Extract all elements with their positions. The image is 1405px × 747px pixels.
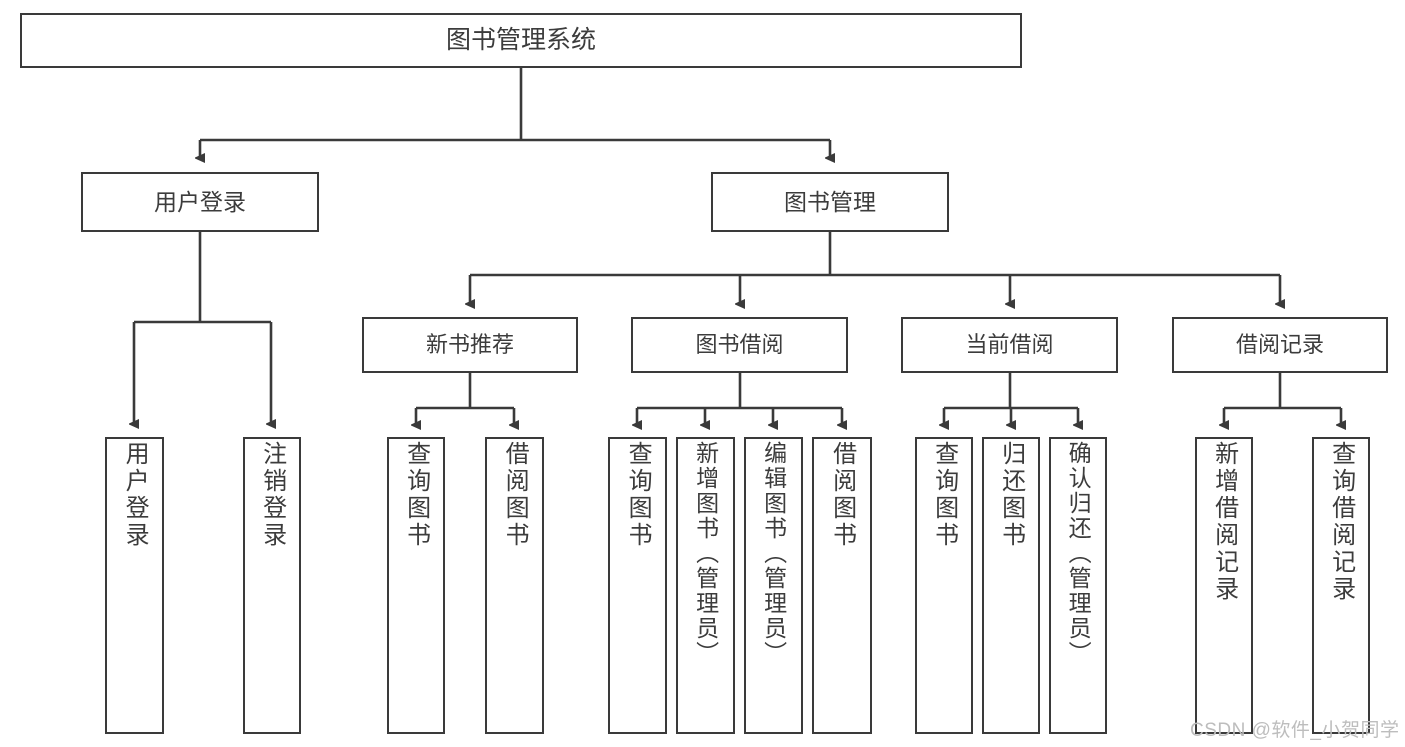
csdn-watermark: CSDN @软件_小贺同学 [1190, 720, 1400, 741]
node-leaf-query-book-2[interactable]: 查询图书 [608, 437, 667, 734]
node-root[interactable]: 图书管理系统 [20, 13, 1022, 68]
node-label: 新书推荐 [425, 332, 514, 357]
node-label: 查询借阅记录 [1327, 441, 1355, 603]
node-label: 新增借阅记录 [1210, 441, 1238, 603]
node-borrow-record[interactable]: 借阅记录 [1172, 317, 1388, 373]
node-label: 用户登录 [121, 441, 149, 549]
node-leaf-confirm-return[interactable]: 确认归还（管理员） [1049, 437, 1107, 734]
node-leaf-borrow-book-2[interactable]: 借阅图书 [812, 437, 872, 734]
node-label: 确认归还（管理员） [1065, 441, 1092, 666]
node-book-borrow[interactable]: 图书借阅 [631, 317, 848, 373]
node-label: 归还图书 [997, 441, 1025, 549]
node-label: 用户登录 [154, 188, 246, 215]
node-label: 借阅图书 [501, 441, 529, 549]
node-label: 借阅记录 [1235, 332, 1324, 357]
node-label: 新增图书（管理员） [692, 441, 719, 666]
node-label: 编辑图书（管理员） [760, 441, 787, 666]
node-leaf-user-logout[interactable]: 注销登录 [243, 437, 301, 734]
node-leaf-add-book[interactable]: 新增图书（管理员） [676, 437, 735, 734]
node-label: 查询图书 [402, 441, 430, 549]
node-current-borrow[interactable]: 当前借阅 [901, 317, 1118, 373]
node-leaf-add-record[interactable]: 新增借阅记录 [1195, 437, 1253, 734]
node-leaf-query-book-3[interactable]: 查询图书 [915, 437, 973, 734]
node-label: 借阅图书 [828, 441, 856, 549]
node-new-book-recommend[interactable]: 新书推荐 [362, 317, 578, 373]
node-book-manage[interactable]: 图书管理 [711, 172, 949, 232]
node-leaf-borrow-book-1[interactable]: 借阅图书 [485, 437, 544, 734]
node-label: 图书借阅 [695, 332, 784, 357]
node-user-login[interactable]: 用户登录 [81, 172, 319, 232]
node-label: 图书管理系统 [445, 26, 596, 54]
node-label: 当前借阅 [965, 332, 1054, 357]
node-label: 查询图书 [930, 441, 958, 549]
node-leaf-query-book-1[interactable]: 查询图书 [387, 437, 445, 734]
node-label: 注销登录 [258, 441, 286, 549]
node-leaf-user-login[interactable]: 用户登录 [105, 437, 164, 734]
node-leaf-query-record[interactable]: 查询借阅记录 [1312, 437, 1370, 734]
node-label: 查询图书 [624, 441, 652, 549]
node-label: 图书管理 [784, 188, 876, 215]
node-leaf-return-book[interactable]: 归还图书 [982, 437, 1040, 734]
node-leaf-edit-book[interactable]: 编辑图书（管理员） [744, 437, 803, 734]
